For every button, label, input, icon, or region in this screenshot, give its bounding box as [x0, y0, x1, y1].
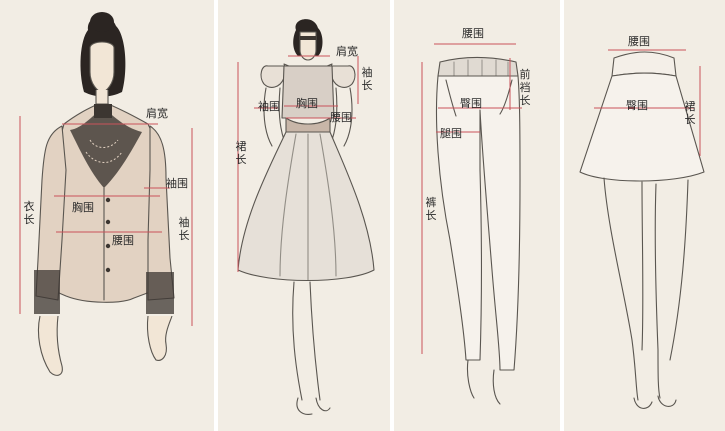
right-cuff [146, 272, 174, 314]
label-shoulder-width: 肩宽 [336, 46, 358, 57]
legs [293, 282, 320, 400]
feet [634, 396, 676, 408]
peplum [286, 118, 330, 132]
label-sleeve-length: 袖长 [178, 216, 190, 242]
right-leg [655, 180, 688, 398]
left-hand [38, 316, 62, 375]
label-hip: 臀围 [626, 100, 648, 111]
skirt-waistband [612, 52, 676, 76]
collar [94, 104, 112, 118]
panel-dress: 肩宽 袖长 袖围 胸围 腰围 裙长 [218, 0, 390, 431]
label-chest: 胸围 [296, 98, 318, 109]
waistband [438, 58, 518, 77]
trousers-sketch [394, 0, 560, 431]
label-hip: 臀围 [460, 98, 482, 109]
right-hand [147, 316, 172, 360]
button [106, 220, 110, 224]
label-cuff: 袖围 [258, 101, 280, 112]
label-chest: 胸围 [72, 202, 94, 213]
feet [467, 360, 500, 404]
dress-skirt [238, 132, 374, 281]
panel-trousers: 腰围 前裆长 臀围 腿围 裤长 [394, 0, 560, 431]
label-skirt-length: 裙长 [684, 100, 696, 126]
panel-blouse: 肩宽 衣长 胸围 腰围 袖围 袖长 [0, 0, 214, 431]
panel-skirt: 腰围 臀围 裙长 [564, 0, 725, 431]
button [106, 198, 110, 202]
face-shape [90, 42, 114, 92]
button [106, 268, 110, 272]
label-waist: 腰围 [462, 28, 484, 39]
label-shoulder-width: 肩宽 [146, 108, 168, 119]
button [106, 244, 110, 248]
label-front-rise: 前裆长 [519, 68, 531, 107]
label-cuff: 袖围 [166, 178, 188, 189]
hair-bun [90, 12, 114, 32]
neck-shape [96, 90, 108, 104]
left-leg [604, 178, 643, 400]
label-sleeve-length: 袖长 [361, 66, 373, 92]
label-length: 衣长 [23, 200, 35, 226]
label-waist: 腰围 [330, 112, 352, 123]
label-pants-length: 裤长 [425, 196, 437, 222]
skirt-sketch [564, 0, 725, 431]
skirt-body [580, 73, 704, 181]
sunglasses [300, 36, 316, 40]
dress-sketch [218, 0, 390, 431]
label-waist: 腰围 [112, 235, 134, 246]
trousers-outline [437, 76, 521, 370]
left-puff-sleeve [261, 66, 284, 88]
label-waist: 腰围 [628, 36, 650, 47]
label-skirt-length: 裙长 [235, 140, 247, 166]
left-arm [264, 88, 284, 146]
left-cuff [34, 270, 60, 314]
right-puff-sleeve [332, 66, 355, 88]
label-thigh: 腿围 [440, 128, 462, 139]
dress-bodice [282, 66, 334, 118]
